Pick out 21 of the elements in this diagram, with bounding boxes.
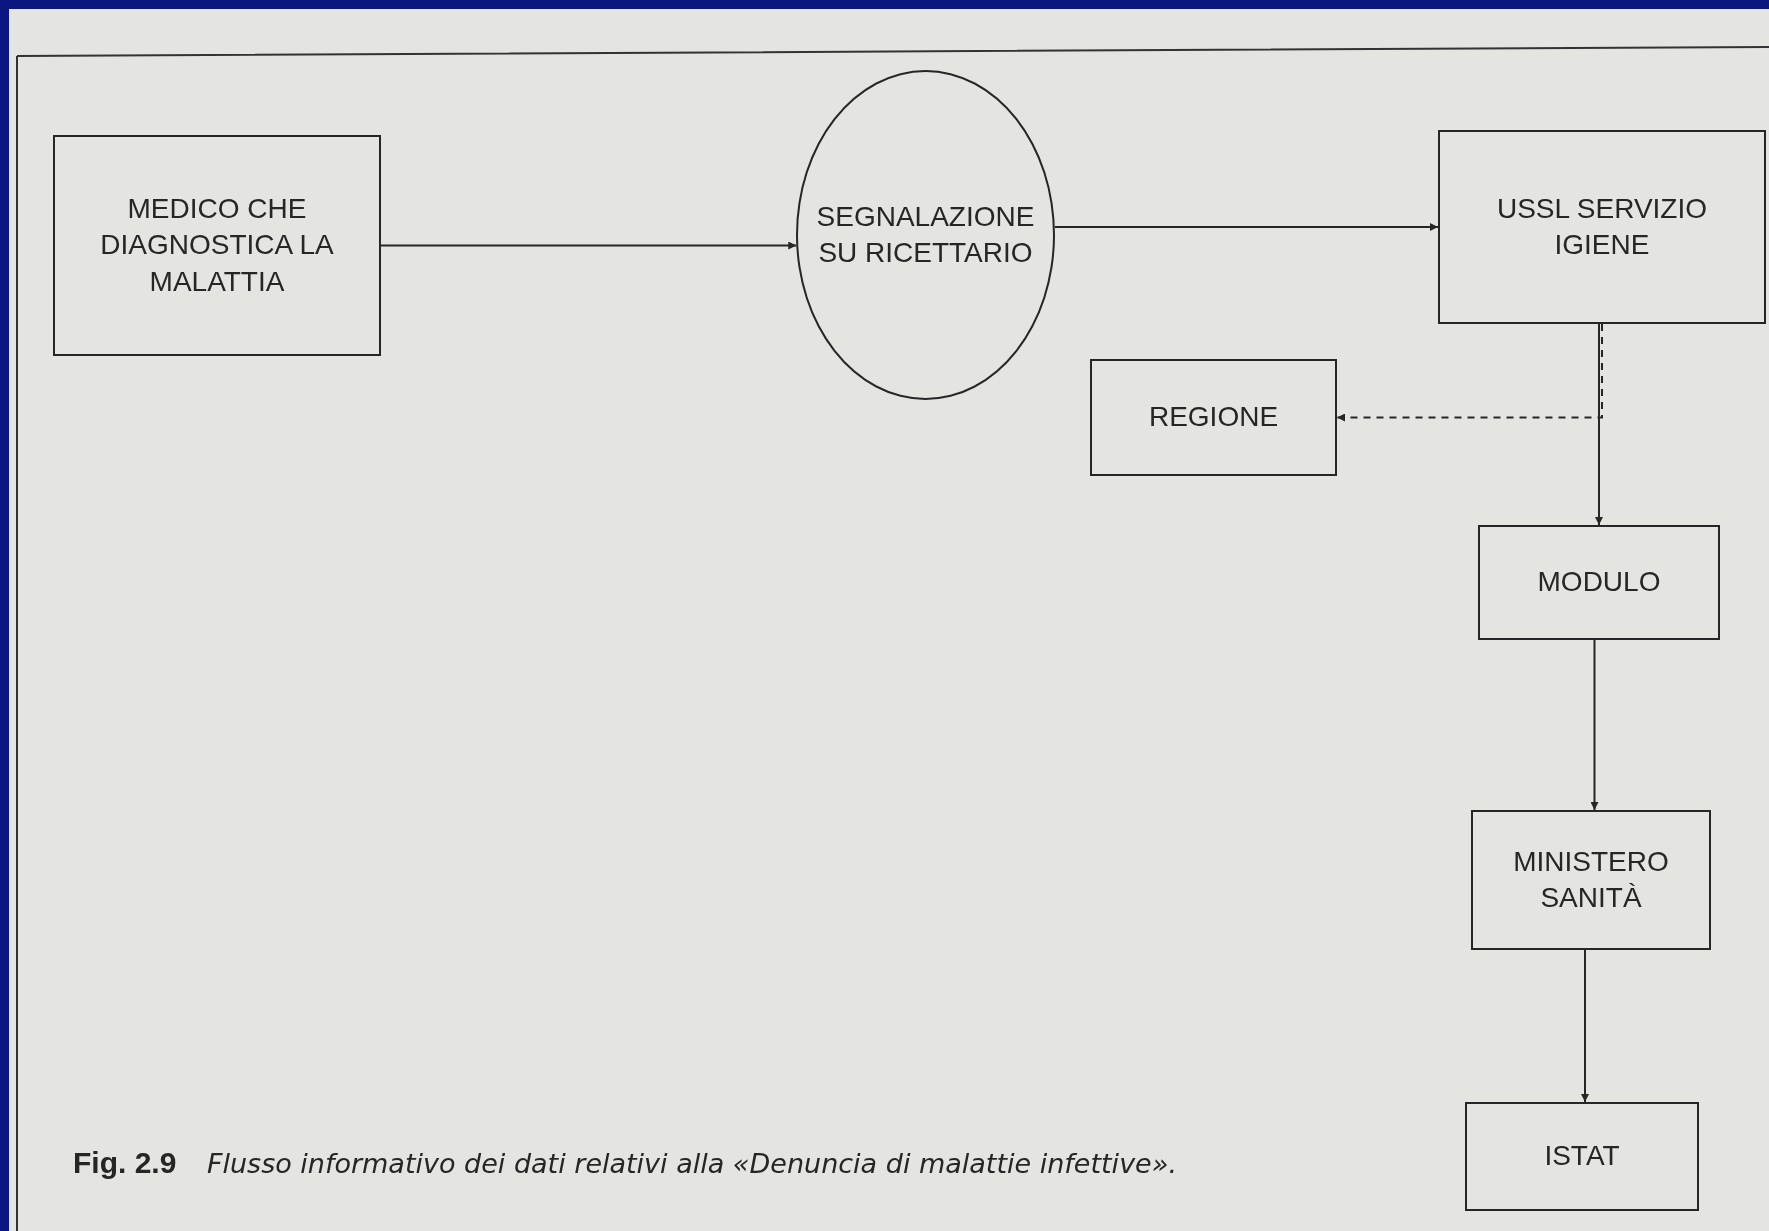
process-box (1465, 1102, 1699, 1211)
node-label: ISTAT (1544, 1139, 1620, 1174)
node-label: MODULO (1537, 565, 1661, 600)
arrow (1053, 223, 1439, 231)
process-circle (796, 70, 1055, 400)
dashed-arrow (1336, 323, 1603, 422)
node-label: MEDICO CHE DIAGNOSTICA LA MALATTIA (99, 191, 335, 299)
process-box (53, 135, 381, 356)
node-label: SEGNALAZIONE SU RICETTARIO (815, 199, 1036, 270)
arrow (1595, 323, 1603, 526)
node-label: REGIONE (1148, 400, 1279, 435)
arrow (1581, 949, 1589, 1103)
process-box (1478, 525, 1720, 640)
process-box (1471, 810, 1711, 950)
arrow (380, 241, 798, 250)
process-box (1438, 130, 1766, 324)
process-box (1090, 359, 1337, 476)
node-label: MINISTERO SANITÀ (1512, 844, 1670, 915)
figure-caption: Fig. 2.9 Flusso informativo dei dati relativi alla «Denuncia di malattie infettive». (73, 1146, 1177, 1180)
arrow (1590, 639, 1599, 811)
node-label: USSL SERVIZIO IGIENE (1495, 191, 1709, 262)
